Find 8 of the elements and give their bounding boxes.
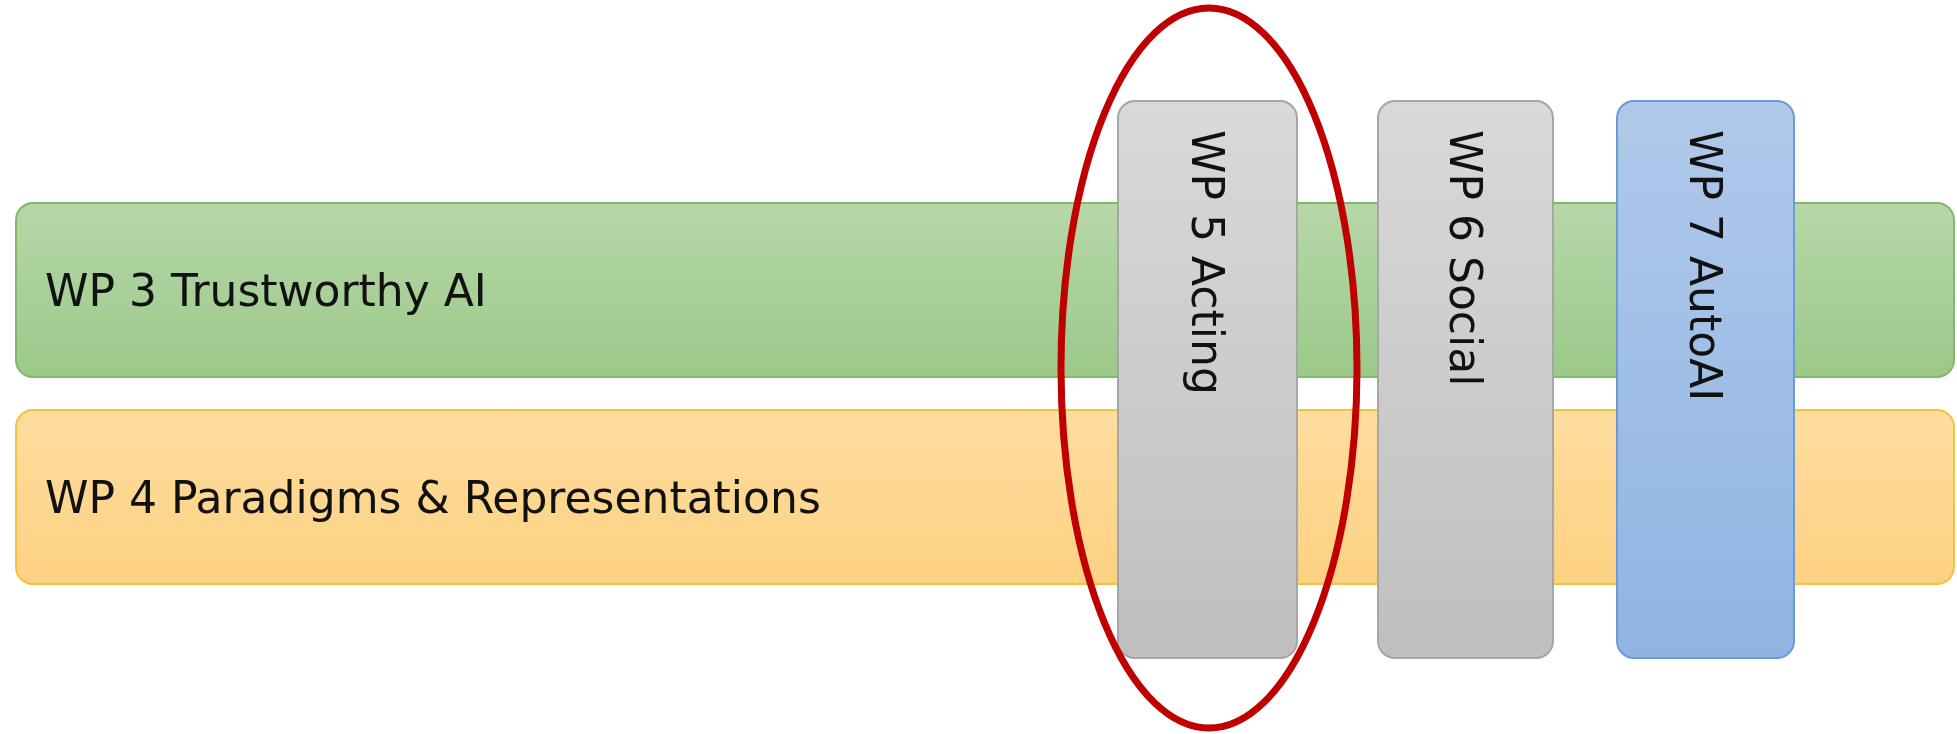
work-package-column [1117, 100, 1298, 659]
work-package-column [1377, 100, 1554, 659]
work-package-label: WP 7 AutoAI [1680, 130, 1731, 402]
work-package-label: WP 4 Paradigms & Representations [45, 471, 821, 523]
work-package-label: WP 6 Social [1440, 130, 1491, 387]
work-package-column [1616, 100, 1795, 659]
work-package-label: WP 5 Acting [1182, 130, 1233, 395]
work-package-label: WP 3 Trustworthy AI [45, 264, 487, 316]
